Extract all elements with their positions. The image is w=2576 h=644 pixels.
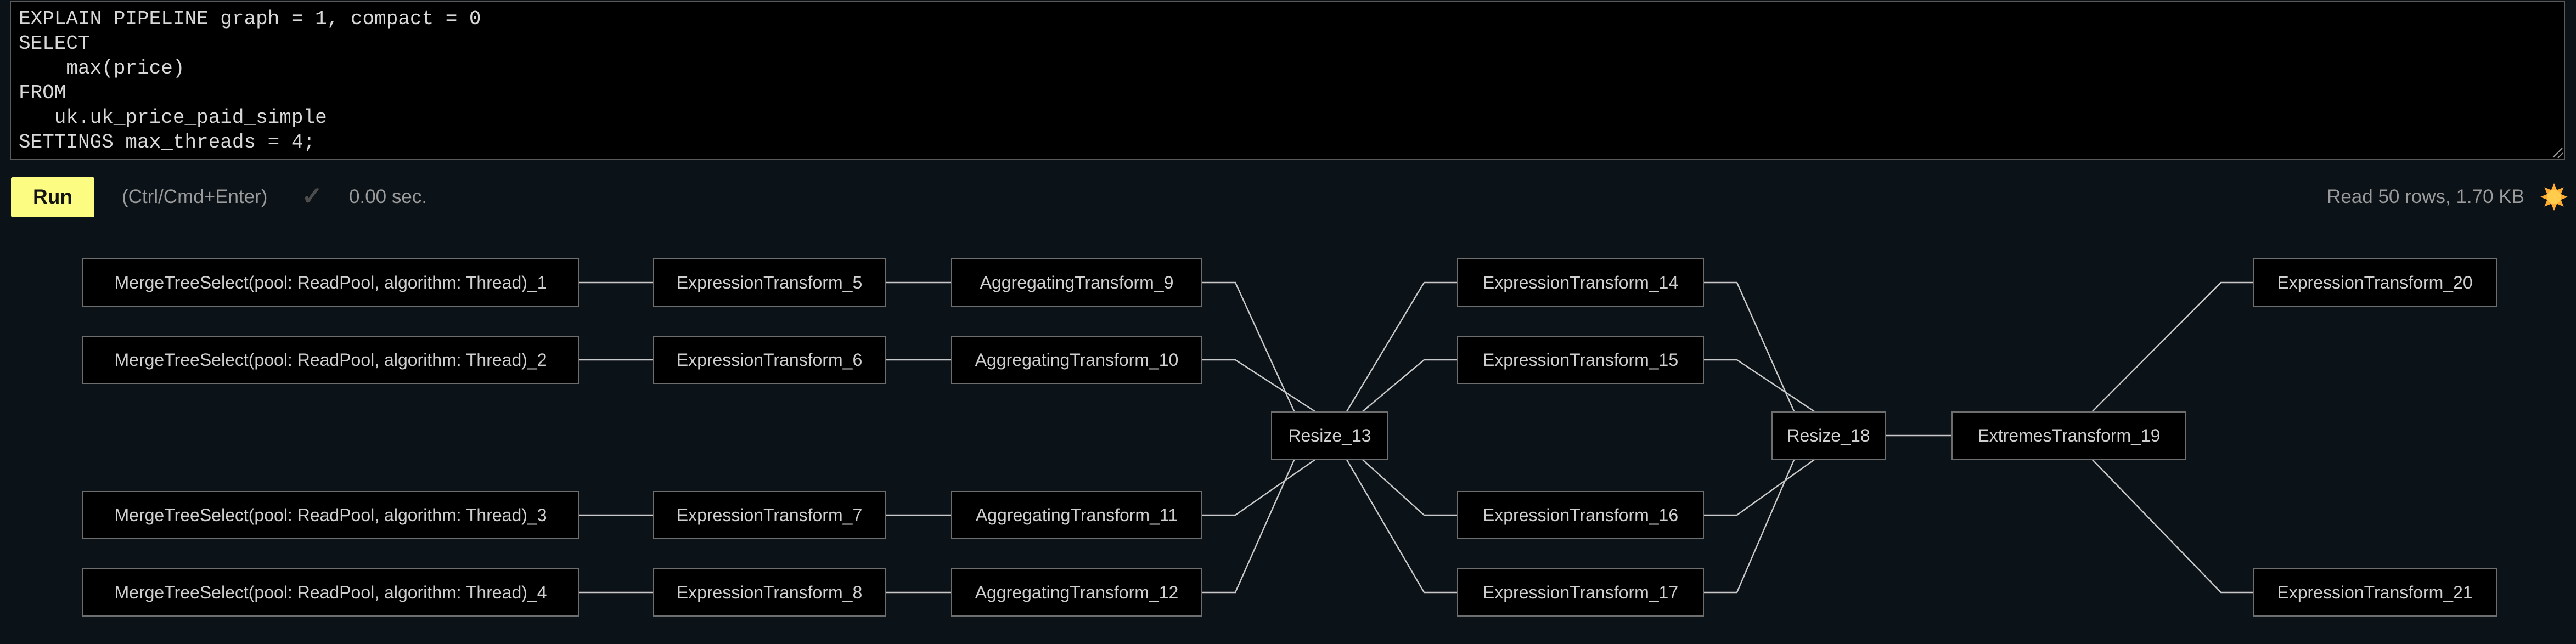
- graph-node-r13: Resize_13: [1271, 411, 1388, 460]
- graph-edge: [1346, 281, 1457, 412]
- graph-edge: [1704, 281, 1795, 412]
- graph-edge: [1202, 281, 1295, 412]
- elapsed-time: 0.00 sec.: [349, 186, 428, 207]
- sun-icon[interactable]: [2540, 183, 2568, 211]
- graph-edge: [1362, 459, 1457, 516]
- graph-edge: [1704, 459, 1815, 516]
- graph-node-r18: Resize_18: [1771, 411, 1886, 460]
- graph-edge: [1362, 359, 1457, 412]
- graph-edge: [2091, 459, 2253, 594]
- graph-edge: [1346, 459, 1457, 594]
- shortcut-hint: (Ctrl/Cmd+Enter): [122, 186, 268, 207]
- graph-node-m3: MergeTreeSelect(pool: ReadPool, algorith…: [82, 491, 579, 539]
- graph-node-e21: ExpressionTransform_21: [2253, 568, 2497, 617]
- graph-node-m2: MergeTreeSelect(pool: ReadPool, algorith…: [82, 336, 579, 384]
- graph-node-a11: AggregatingTransform_11: [951, 491, 1202, 539]
- toolbar: Run (Ctrl/Cmd+Enter) ✓ 0.00 sec. Read 50…: [0, 176, 2576, 218]
- graph-node-e8: ExpressionTransform_8: [653, 568, 886, 617]
- graph-node-e16: ExpressionTransform_16: [1457, 491, 1704, 539]
- graph-node-e15: ExpressionTransform_15: [1457, 336, 1704, 384]
- graph-node-m1: MergeTreeSelect(pool: ReadPool, algorith…: [82, 258, 579, 307]
- graph-node-e5: ExpressionTransform_5: [653, 258, 886, 307]
- graph-edge: [1202, 459, 1315, 516]
- graph-node-e7: ExpressionTransform_7: [653, 491, 886, 539]
- sun-icon-glyph: [2540, 183, 2568, 211]
- success-check-icon: ✓: [301, 182, 323, 210]
- graph-node-e6: ExpressionTransform_6: [653, 336, 886, 384]
- read-stats: Read 50 rows, 1.70 KB: [2327, 186, 2524, 207]
- textarea-resize-grip[interactable]: [2551, 146, 2564, 159]
- graph-node-x19: ExtremesTransform_19: [1951, 411, 2186, 460]
- run-button[interactable]: Run: [11, 177, 94, 217]
- graph-node-a12: AggregatingTransform_12: [951, 568, 1202, 617]
- graph-edge: [1202, 459, 1295, 594]
- graph-node-a10: AggregatingTransform_10: [951, 336, 1202, 384]
- graph-node-a9: AggregatingTransform_9: [951, 258, 1202, 307]
- graph-edge: [1202, 359, 1315, 413]
- graph-edge: [1704, 459, 1795, 594]
- graph-edge: [2091, 281, 2253, 412]
- graph-node-m4: MergeTreeSelect(pool: ReadPool, algorith…: [82, 568, 579, 617]
- graph-node-e20: ExpressionTransform_20: [2253, 258, 2497, 307]
- graph-node-e17: ExpressionTransform_17: [1457, 568, 1704, 617]
- graph-edge: [1704, 359, 1815, 413]
- graph-node-e14: ExpressionTransform_14: [1457, 258, 1704, 307]
- sql-editor[interactable]: EXPLAIN PIPELINE graph = 1, compact = 0 …: [10, 1, 2565, 160]
